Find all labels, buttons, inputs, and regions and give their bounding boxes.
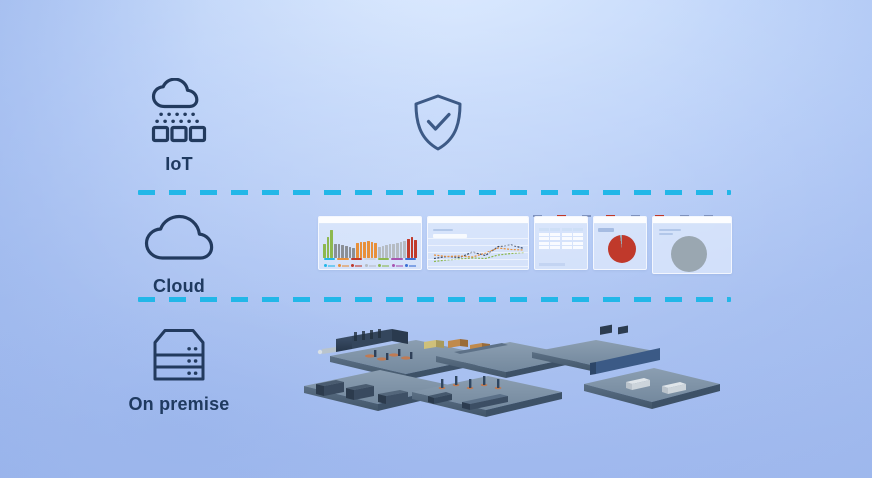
- layer-caption-onpremise: On premise: [128, 394, 230, 414]
- bar-axis-strip: [324, 258, 416, 260]
- bar-chart-legend: [324, 264, 416, 267]
- cloud-dashboard-strip: [318, 216, 732, 278]
- bar: [370, 241, 374, 258]
- bar: [341, 245, 344, 258]
- bar: [407, 238, 410, 258]
- warehouse-plot: [584, 324, 720, 409]
- card-heading-bar: [659, 229, 681, 231]
- bar: [323, 244, 326, 258]
- bar: [337, 244, 341, 258]
- bar: [366, 240, 370, 258]
- robot-cell-plot: [412, 376, 562, 417]
- table-footer-bar: [539, 263, 565, 266]
- bar: [359, 241, 363, 258]
- bar: [392, 243, 396, 258]
- bar: [326, 236, 330, 258]
- table-row: [539, 246, 583, 249]
- layer-caption-cloud: Cloud: [153, 276, 205, 296]
- pie-red-body: [594, 224, 646, 269]
- card-heading-bar: [598, 228, 614, 232]
- card-titlebar: [428, 217, 528, 224]
- card-titlebar: [653, 217, 731, 224]
- pie-blue-body: [653, 224, 731, 273]
- pie-chart-blue-card[interactable]: [652, 216, 732, 274]
- layer-label-onpremise: On premise: [99, 327, 259, 415]
- bar: [348, 247, 352, 258]
- bar: [377, 247, 381, 258]
- table-row: [539, 237, 583, 240]
- isometric-factory-floor: [296, 322, 726, 422]
- bar: [333, 243, 337, 258]
- data-table-body: [535, 224, 587, 269]
- table-grid: [539, 228, 583, 249]
- table-row: [539, 241, 583, 245]
- bar: [374, 242, 377, 258]
- line-series-series-orange: [433, 247, 525, 258]
- legend-item: [337, 264, 349, 267]
- data-table-card[interactable]: [534, 216, 588, 270]
- bar-series: [323, 229, 418, 258]
- card-heading-bar: [433, 229, 453, 231]
- bar: [403, 240, 407, 258]
- pie-red: [608, 235, 636, 263]
- bar: [385, 245, 388, 258]
- card-titlebar: [319, 217, 421, 224]
- legend-item: [391, 264, 403, 267]
- legend-item: [351, 264, 362, 267]
- bar: [388, 244, 392, 258]
- bar: [355, 242, 359, 258]
- factory-plots: [304, 324, 720, 417]
- card-titlebar: [535, 217, 587, 224]
- layer-label-iot: IoT: [99, 77, 259, 175]
- legend-item: [324, 264, 335, 267]
- cloud-rain-devices-icon: [140, 77, 218, 144]
- bar: [396, 242, 399, 258]
- bar: [363, 241, 366, 258]
- bar: [414, 239, 418, 258]
- legend-item: [405, 264, 416, 267]
- bar: [344, 246, 348, 258]
- legend-item: [364, 264, 376, 267]
- layer-label-cloud: Cloud: [99, 214, 259, 297]
- bar: [410, 236, 414, 258]
- bar: [352, 248, 355, 258]
- table-row: [539, 232, 583, 236]
- card-titlebar: [594, 217, 646, 224]
- cloud-icon: [140, 214, 218, 264]
- card-subheading-bar: [433, 234, 467, 238]
- shield-check-icon: [412, 93, 464, 153]
- server-rack-icon: [149, 327, 209, 383]
- bar: [399, 241, 403, 258]
- bar-chart-card[interactable]: [318, 216, 422, 270]
- bar: [330, 229, 333, 258]
- bar-chart-plot: [319, 224, 421, 269]
- layer-caption-iot: IoT: [165, 154, 193, 174]
- control-room-plot: [436, 342, 580, 378]
- pie-chart-red-card[interactable]: [593, 216, 647, 270]
- line-chart-card[interactable]: [427, 216, 529, 270]
- card-subheading-bar: [659, 233, 673, 235]
- line-chart-plot: [428, 224, 528, 269]
- divider-cloud-onpremise: [138, 297, 731, 302]
- table-header-row: [539, 228, 583, 231]
- divider-iot-cloud: [138, 190, 731, 195]
- pie-blue: [671, 236, 707, 272]
- bar: [381, 246, 385, 258]
- legend-item: [378, 264, 389, 267]
- assembly-line-plot: [317, 329, 492, 380]
